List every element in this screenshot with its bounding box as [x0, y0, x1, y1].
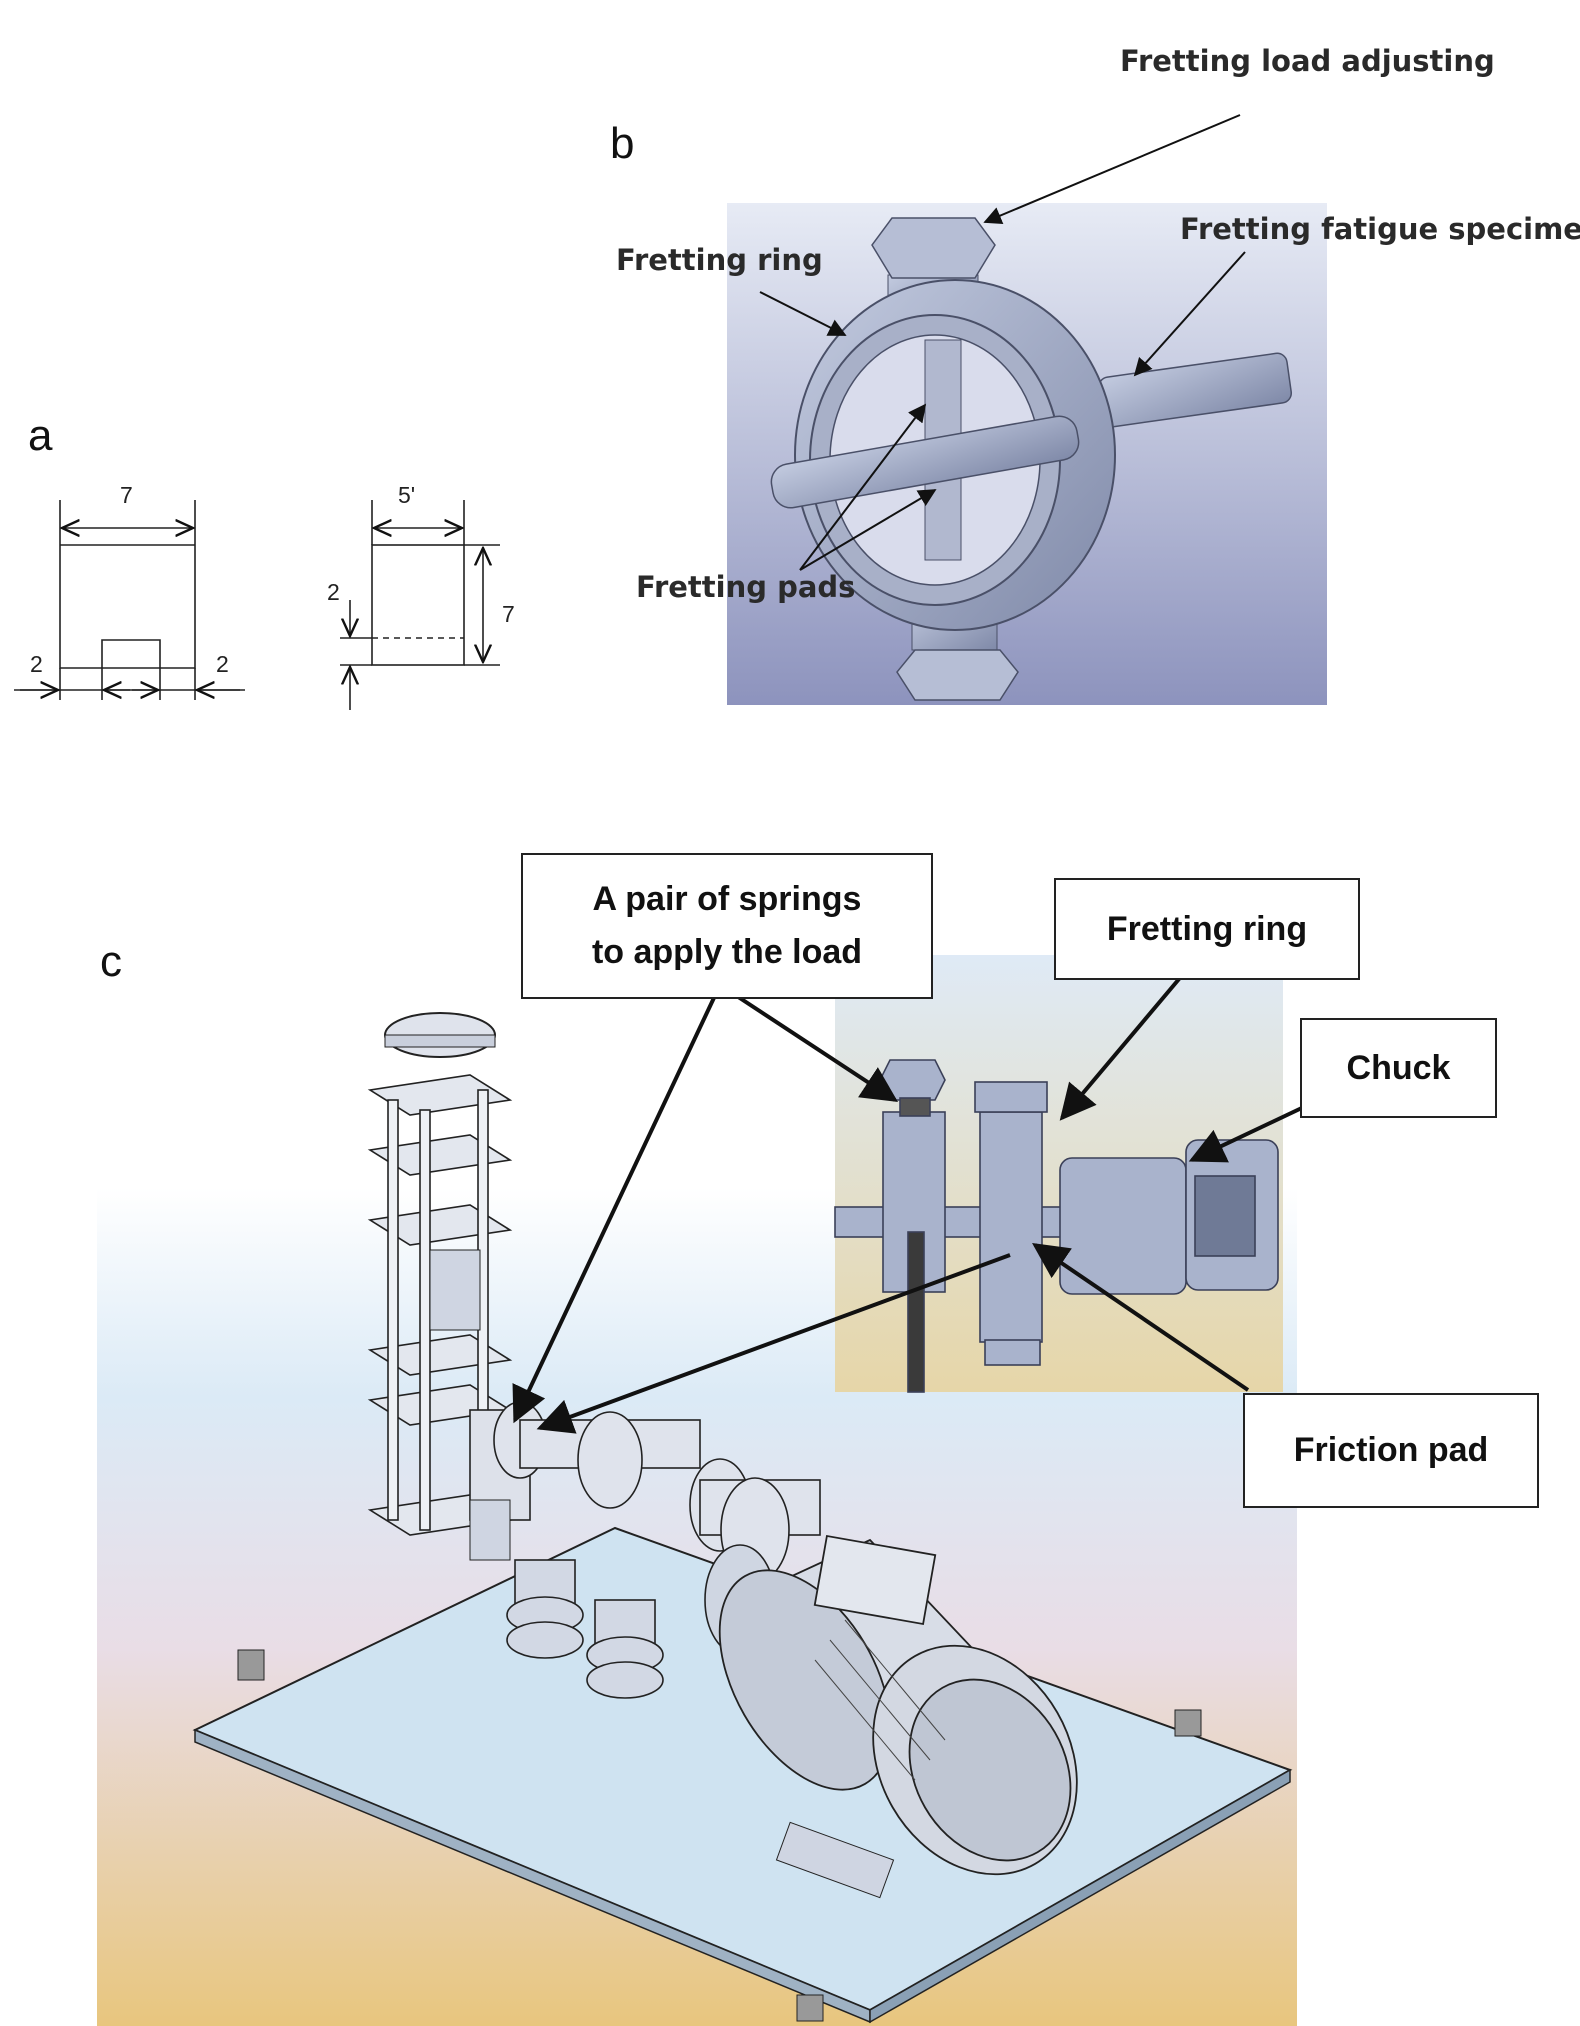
- callout-springs-line2: to apply the load: [591, 933, 863, 971]
- callout-friction-pad: Friction pad: [1243, 1393, 1539, 1508]
- pad-contact-step: [101, 639, 161, 668]
- callout-springs-line1: A pair of springs: [592, 880, 862, 919]
- panel-a-drawings: [14, 500, 500, 710]
- label-fretting-load-adjusting: Fretting load adjusting: [1120, 44, 1495, 78]
- dim-left-width: 7: [120, 482, 133, 508]
- label-fretting-ring-b: Fretting ring: [616, 243, 823, 277]
- label-fretting-pads: Fretting pads: [636, 570, 856, 604]
- panel-label-a: a: [28, 411, 53, 460]
- callout-springs: A pair of springs to apply the load: [521, 853, 933, 999]
- callout-chuck: Chuck: [1300, 1018, 1497, 1118]
- dim-right-width: 5': [398, 482, 415, 508]
- callout-fretting-ring: Fretting ring: [1054, 878, 1360, 980]
- dim-left-side-right: 2: [216, 651, 229, 677]
- panel-label-c: c: [100, 937, 122, 986]
- panel-label-b: b: [610, 119, 635, 168]
- panel-b-render: [727, 114, 1327, 705]
- dim-right-height: 7: [502, 601, 515, 627]
- dim-right-depth: 2: [327, 579, 340, 605]
- label-fretting-fatigue-specimen: Fretting fatigue specimen: [1180, 212, 1580, 246]
- dim-left-side-left: 2: [30, 651, 43, 677]
- pad-front-outline: [59, 545, 196, 669]
- panel-c-render: [97, 955, 1366, 2026]
